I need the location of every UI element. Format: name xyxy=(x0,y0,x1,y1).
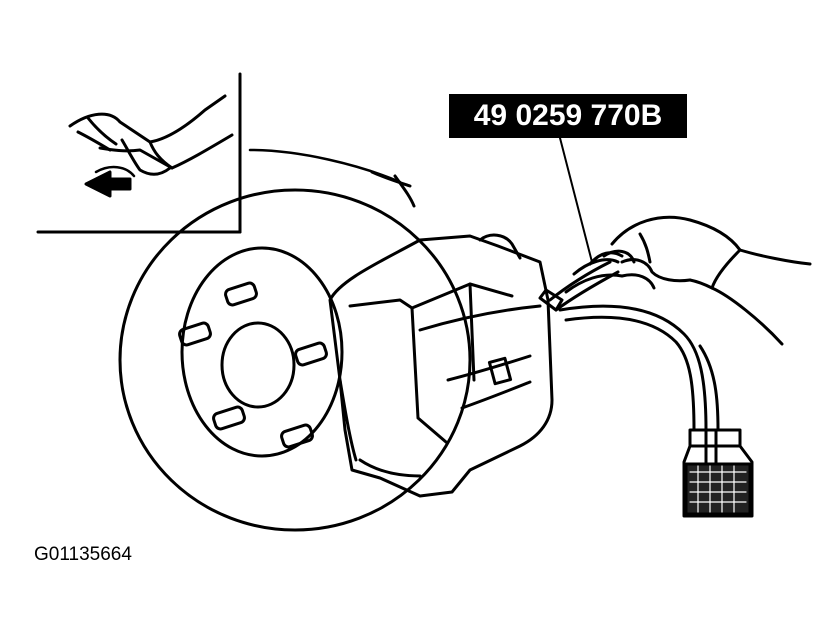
figure-id: G01135664 xyxy=(34,544,132,565)
brake-disc xyxy=(118,148,472,532)
bleeder-wrench xyxy=(538,251,624,312)
wheel-hub xyxy=(180,246,344,458)
wheel-stud xyxy=(178,281,328,449)
arrow-left-icon xyxy=(84,165,136,198)
inset-box xyxy=(36,72,242,234)
hand-icon xyxy=(68,94,234,176)
hand xyxy=(602,215,812,346)
tool-number-label: 49 0259 770B xyxy=(449,94,687,138)
leader-line xyxy=(559,137,593,263)
bleeder-hose xyxy=(558,304,720,482)
brake-caliper xyxy=(328,233,554,498)
fluid-bottle xyxy=(682,428,754,518)
